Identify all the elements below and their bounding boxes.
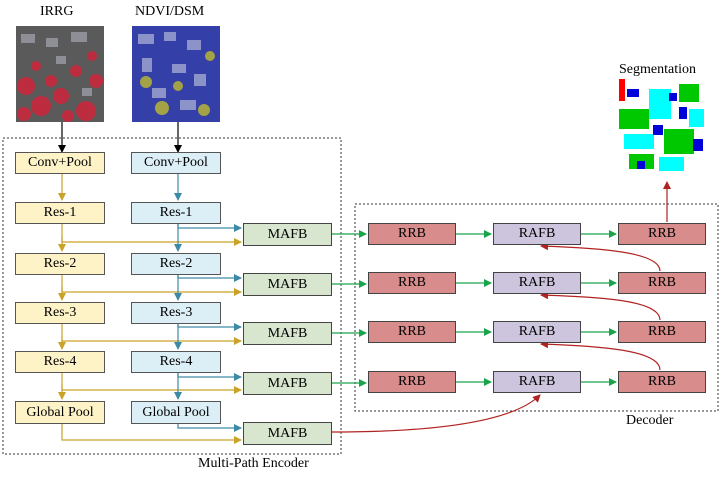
irrg-res-3: Res-3 (15, 302, 105, 324)
ndvi-path-arrows (174, 174, 242, 432)
ndvi-conv-pool: Conv+Pool (131, 152, 221, 174)
irrg-res-2: Res-2 (15, 253, 105, 275)
mafb-5: MAFB (243, 422, 332, 445)
decoder-rafb-2: RAFB (493, 272, 581, 294)
decoder-rrb-right-3: RRB (618, 321, 706, 343)
decoder-rafb-4: RAFB (493, 371, 581, 393)
ndvi-image (132, 26, 220, 122)
encoder-label: Multi-Path Encoder (198, 456, 309, 471)
mafb-2: MAFB (243, 273, 332, 296)
decoder-rrb-right-4: RRB (618, 371, 706, 393)
decoder-rrb-right-2: RRB (618, 272, 706, 294)
irrg-conv-pool: Conv+Pool (15, 152, 105, 174)
mafb-4: MAFB (243, 372, 332, 395)
irrg-path-arrows (58, 174, 242, 444)
decoder-frame (354, 203, 719, 412)
ndvi-res-1: Res-1 (131, 202, 221, 224)
mafb-3: MAFB (243, 322, 332, 345)
irrg-res-1: Res-1 (15, 202, 105, 224)
decoder-rafb-3: RAFB (493, 321, 581, 343)
decoder-rrb-left-1: RRB (368, 223, 456, 245)
ndvi-res-2: Res-2 (131, 253, 221, 275)
decoder-rrb-right-1: RRB (618, 223, 706, 245)
decoder-rrb-left-2: RRB (368, 272, 456, 294)
ndvi-label: NDVI/DSM (135, 4, 205, 19)
segmentation-image (619, 79, 707, 175)
decoder-rafb-1: RAFB (493, 223, 581, 245)
irrg-global-pool: Global Pool (15, 401, 105, 424)
irrg-res-4: Res-4 (15, 351, 105, 373)
fusion-arrows (332, 230, 617, 387)
decoder-label: Decoder (626, 413, 674, 428)
mafb-1: MAFB (243, 223, 332, 246)
irrg-image (16, 26, 104, 122)
ndvi-res-3: Res-3 (131, 302, 221, 324)
irrg-label: IRRG (40, 4, 74, 19)
decoder-rrb-left-4: RRB (368, 371, 456, 393)
decoder-rrb-left-3: RRB (368, 321, 456, 343)
segmentation-label: Segmentation (619, 62, 696, 77)
upsample-arrows (331, 181, 671, 433)
ndvi-res-4: Res-4 (131, 351, 221, 373)
ndvi-global-pool: Global Pool (131, 401, 221, 424)
encoder-frame (2, 137, 342, 455)
